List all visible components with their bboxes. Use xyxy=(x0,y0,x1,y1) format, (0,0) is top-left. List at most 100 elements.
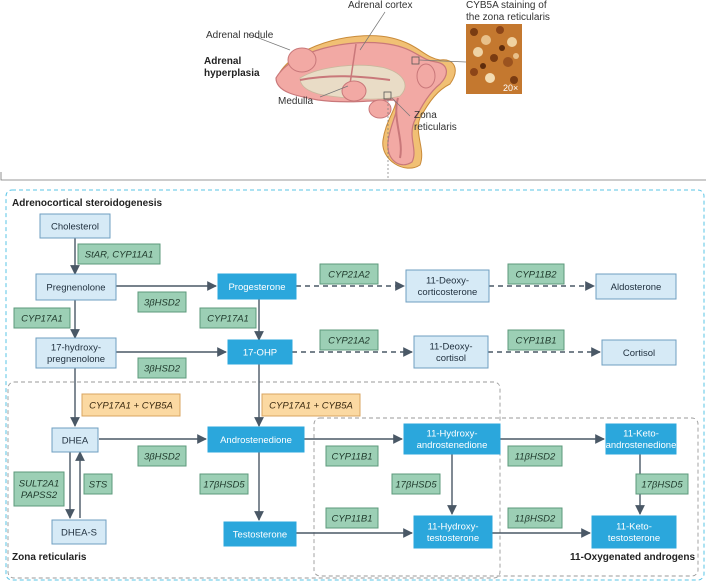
label-cyp11b1-b-line1: CYP11B1 xyxy=(331,451,372,462)
metabolite-cholesterol: Cholesterol xyxy=(39,213,111,239)
label-progesterone-line1: Progesterone xyxy=(228,282,285,293)
label-staining-caption-line2: the zona reticularis xyxy=(466,12,550,23)
label-cyp21a2-a-line1: CYP21A2 xyxy=(328,269,370,280)
box-hsd11b2-b xyxy=(507,507,563,529)
oxygenated-androgens-frame xyxy=(313,417,699,577)
enzyme-cyp11b1-c: CYP11B1 xyxy=(325,507,379,529)
box-aldosterone xyxy=(595,273,677,300)
box-testosterone xyxy=(223,521,297,547)
label-hydroxyandrostenedione-line2: androstenedione xyxy=(417,440,488,451)
box-hsd2-a xyxy=(137,291,187,313)
box-sult xyxy=(13,471,65,507)
box-sts xyxy=(83,473,113,495)
label-aldosterone-line1: Aldosterone xyxy=(611,282,662,293)
metabolite-androstenedione: Androstenedione xyxy=(207,426,305,453)
title-11-oxygenated-androgens: 11-Oxygenated androgens xyxy=(570,552,695,563)
label-hsd11b2-a-line1: 11βHSD2 xyxy=(515,451,556,462)
label-pregnenolone-line1: Pregnenolone xyxy=(46,282,105,293)
label-hsd2-b-line1: 3βHSD2 xyxy=(144,363,181,374)
box-star-cyp11a1 xyxy=(77,243,161,265)
box-deoxycortisol xyxy=(413,335,489,369)
label-hsd2-a-line1: 3βHSD2 xyxy=(144,297,181,308)
box-pregnenolone xyxy=(35,273,117,301)
label-sts-line1: STS xyxy=(89,479,108,490)
metabolite-aldosterone: Aldosterone xyxy=(595,273,677,300)
metabolite-ohp: 17-OHP xyxy=(227,339,293,365)
label-ohp-line1: 17-OHP xyxy=(243,347,277,358)
enzyme-hsd17b5-a: 17βHSD5 xyxy=(199,473,249,495)
label-deoxycorticosterone-line2: corticosterone xyxy=(418,287,478,298)
label-hydroxytestosterone-line2: testosterone xyxy=(427,533,479,544)
label-dhea-line1: DHEA xyxy=(62,435,89,446)
enzyme-cyp21a2-a: CYP21A2 xyxy=(319,263,379,285)
title-zona-reticularis: Zona reticularis xyxy=(12,552,87,563)
box-cyp17a1-a xyxy=(13,307,71,329)
label-hydroxypregnenolone-line1: 17-hydroxy- xyxy=(51,343,101,354)
label-dheas-line1: DHEA-S xyxy=(61,527,97,538)
title-adrenocortical-steroidogenesis: Adrenocortical steroidogenesis xyxy=(12,198,162,209)
label-cyp21a2-b-line1: CYP21A2 xyxy=(328,335,370,346)
label-testosterone-line1: Testosterone xyxy=(233,529,287,540)
box-hsd17b5-c xyxy=(635,473,689,495)
metabolite-progesterone: Progesterone xyxy=(217,273,297,300)
box-cyp21a2-a xyxy=(319,263,379,285)
metabolite-pregnenolone: Pregnenolone xyxy=(35,273,117,301)
label-cyp11b1-c-line1: CYP11B1 xyxy=(331,513,372,524)
pathway-arrows xyxy=(65,238,645,538)
enzyme-cyp17a1-a: CYP17A1 xyxy=(13,307,71,329)
box-deoxycorticosterone xyxy=(405,269,490,303)
box-hydroxyandrostenedione xyxy=(403,423,501,455)
label-staining-caption-line1: CYB5A staining of xyxy=(466,0,547,11)
box-hsd11b2-a xyxy=(507,445,563,467)
label-cyp11b1-a-line1: CYP11B1 xyxy=(515,335,556,346)
label-hsd2-c-line1: 3βHSD2 xyxy=(144,451,181,462)
box-ohp xyxy=(227,339,293,365)
metabolite-hydroxytestosterone: 11-Hydroxy-testosterone xyxy=(413,515,493,549)
label-star-cyp11a1-line1: StAR, CYP11A1 xyxy=(85,249,153,260)
label-cyp17-cyb5a-a-line1: CYP17A1 + CYB5A xyxy=(89,400,173,411)
label-sult-line2: PAPSS2 xyxy=(21,490,58,501)
enzyme-star-cyp11a1: StAR, CYP11A1 xyxy=(77,243,161,265)
label-deoxycortisol-line2: cortisol xyxy=(436,353,466,364)
box-hsd17b5-a xyxy=(199,473,249,495)
label-deoxycortisol-line1: 11-Deoxy- xyxy=(429,342,472,353)
enzyme-hsd17b5-b: 17βHSD5 xyxy=(391,473,441,495)
metabolite-hydroxypregnenolone: 17-hydroxy-pregnenolone xyxy=(35,337,117,369)
label-cortisol-line1: Cortisol xyxy=(623,348,655,359)
enzyme-cyp17-cyb5a-a: CYP17A1 + CYB5A xyxy=(81,393,181,417)
enzyme-cyp11b1-b: CYP11B1 xyxy=(325,445,379,467)
label-hydroxytestosterone-line1: 11-Hydroxy- xyxy=(427,522,478,533)
enzyme-hsd2-c: 3βHSD2 xyxy=(137,445,187,467)
label-adrenal-hyperplasia-line2: hyperplasia xyxy=(204,68,260,79)
box-ketotestosterone xyxy=(591,515,677,549)
label-adrenal-cortex: Adrenal cortex xyxy=(348,0,412,11)
panel-top-border xyxy=(0,172,706,181)
label-zona-reticularis-line1: Zona xyxy=(414,110,437,121)
label-ketoandrostenedione-line1: 11-Keto- xyxy=(623,429,659,440)
label-cyp17a1-b-line1: CYP17A1 xyxy=(207,313,249,324)
metabolite-cortisol: Cortisol xyxy=(601,339,677,366)
label-cholesterol-line1: Cholesterol xyxy=(51,221,99,232)
box-hydroxytestosterone xyxy=(413,515,493,549)
metabolite-dheas: DHEA-S xyxy=(51,519,107,545)
enzyme-hsd11b2-a: 11βHSD2 xyxy=(507,445,563,467)
label-deoxycorticosterone-line1: 11-Deoxy- xyxy=(426,276,469,287)
label-hsd17b5-c-line1: 17βHSD5 xyxy=(641,479,683,490)
label-ketotestosterone-line2: testosterone xyxy=(608,533,660,544)
metabolite-testosterone: Testosterone xyxy=(223,521,297,547)
label-ketoandrostenedione-line2: androstenedione xyxy=(606,440,677,451)
label-hydroxypregnenolone-line2: pregnenolone xyxy=(47,354,105,365)
label-ketotestosterone-line1: 11-Keto- xyxy=(616,522,652,533)
box-dhea xyxy=(51,427,99,453)
zona-reticularis-frame xyxy=(7,381,501,579)
box-ketoandrostenedione xyxy=(605,423,677,455)
metabolite-hydroxyandrostenedione: 11-Hydroxy-androstenedione xyxy=(403,423,501,455)
label-hydroxyandrostenedione-line1: 11-Hydroxy- xyxy=(426,429,477,440)
box-cyp11b1-a xyxy=(507,329,565,351)
enzyme-cyp21a2-b: CYP21A2 xyxy=(319,329,379,351)
label-cyp17-cyb5a-b-line1: CYP17A1 + CYB5A xyxy=(269,400,353,411)
label-androstenedione-line1: Androstenedione xyxy=(220,435,292,446)
enzyme-cyp11b2: CYP11B2 xyxy=(507,263,565,285)
